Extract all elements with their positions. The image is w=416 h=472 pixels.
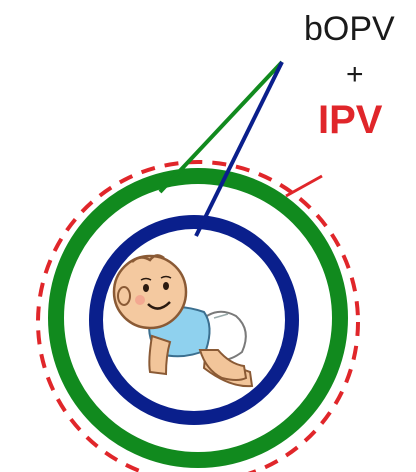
plus-label: + bbox=[346, 60, 364, 90]
bopv-label: bOPV bbox=[304, 12, 395, 46]
bopv-pointer-blue bbox=[196, 62, 282, 236]
ipv-label: IPV bbox=[318, 100, 382, 140]
ipv-pointer-line bbox=[286, 176, 322, 196]
crawling-baby-icon bbox=[114, 255, 252, 386]
